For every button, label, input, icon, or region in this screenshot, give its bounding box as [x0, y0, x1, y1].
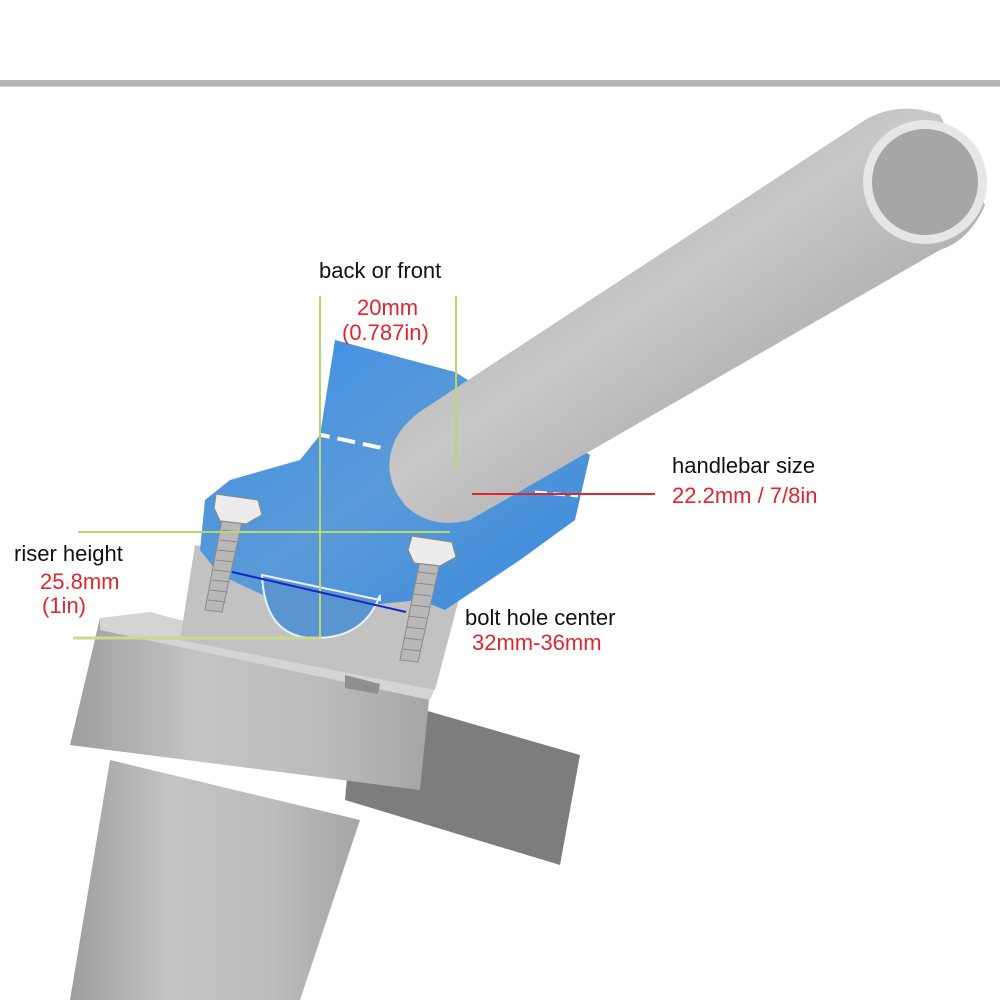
offset-value-mm: 20mm	[357, 295, 419, 320]
offset-title: back or front	[319, 258, 442, 283]
bolt-left	[204, 493, 263, 613]
handlebar-tube	[389, 108, 987, 523]
handlebar-size-title: handlebar size	[672, 453, 816, 478]
riser-height-value-mm: 25.8mm	[40, 569, 120, 594]
dimension-guides	[73, 296, 655, 640]
riser-height-title: riser height	[14, 541, 123, 566]
handlebar-size-value: 22.2mm / 7/8in	[672, 483, 818, 508]
bolt-right	[399, 535, 457, 663]
riser-height-value-in: (1in)	[42, 593, 87, 618]
top-divider-bar	[0, 80, 1000, 87]
bolt-hole-title: bolt hole center	[465, 605, 616, 630]
bolt-hole-value: 32mm-36mm	[472, 630, 602, 655]
offset-value-in: (0.787in)	[342, 320, 429, 345]
